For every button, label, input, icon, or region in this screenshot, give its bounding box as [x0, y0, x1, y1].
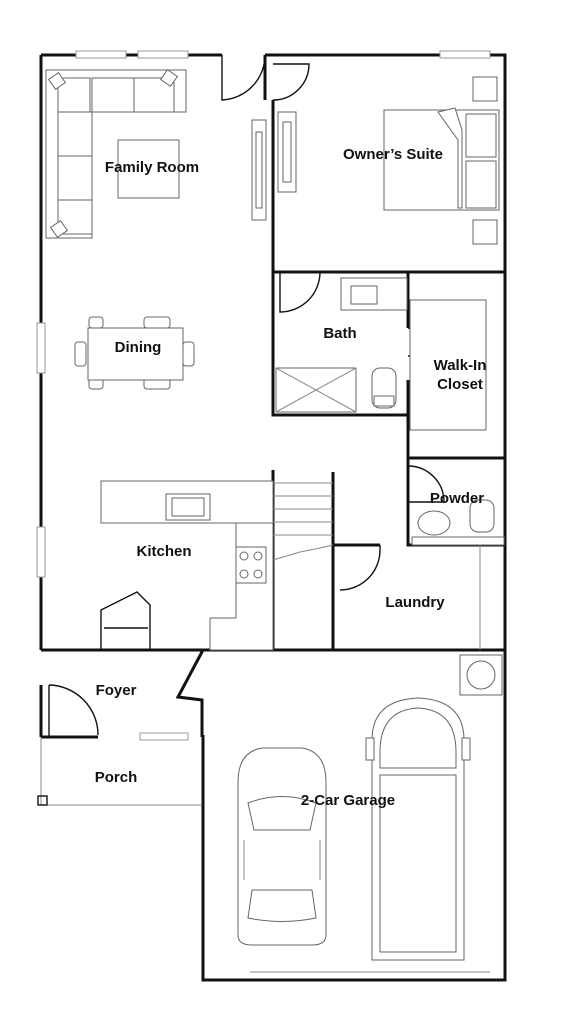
room-label-kitchen: Kitchen: [136, 543, 191, 560]
suite-door: [272, 63, 310, 101]
dining-table: [74, 316, 195, 390]
windows: [36, 50, 491, 741]
coffee-table: [117, 139, 180, 199]
suv: [365, 697, 471, 961]
window: [36, 526, 46, 578]
room-label-laundry: Laundry: [385, 594, 445, 611]
room-label-porch: Porch: [95, 769, 138, 786]
bed: [383, 76, 500, 245]
porch-outline: [37, 737, 202, 806]
range: [235, 546, 267, 584]
room-label-dining: Dining: [115, 339, 162, 356]
room-label-powder: Powder: [430, 490, 484, 507]
room-label-closet: Closet: [437, 376, 483, 393]
pantry: [100, 591, 151, 651]
powder-door: [407, 465, 445, 503]
window: [36, 322, 46, 374]
room-label-foyer: Foyer: [96, 682, 137, 699]
stairs: [272, 482, 334, 561]
room-label-garage: 2-Car Garage: [301, 792, 395, 809]
room-label-bath: Bath: [323, 325, 356, 342]
window: [139, 732, 189, 741]
window: [439, 50, 491, 59]
closet-shelves: [409, 299, 487, 431]
room-label-walk-in: Walk-In: [434, 357, 487, 374]
kitchen-counters: [100, 480, 274, 651]
fireplace: [251, 111, 297, 221]
rear-door: [221, 54, 266, 101]
window: [137, 50, 189, 59]
front-door: [48, 684, 99, 736]
powder-fixtures: [411, 499, 505, 546]
sectional-sofa: [45, 68, 187, 239]
laundry-door: [339, 545, 381, 591]
sedan: [237, 747, 327, 946]
window: [75, 50, 127, 59]
room-label-owners-suite: Owner’s Suite: [343, 146, 443, 163]
bath-fixtures: [275, 277, 408, 413]
bath-door: [279, 271, 321, 313]
room-label-family-room: Family Room: [105, 159, 199, 176]
